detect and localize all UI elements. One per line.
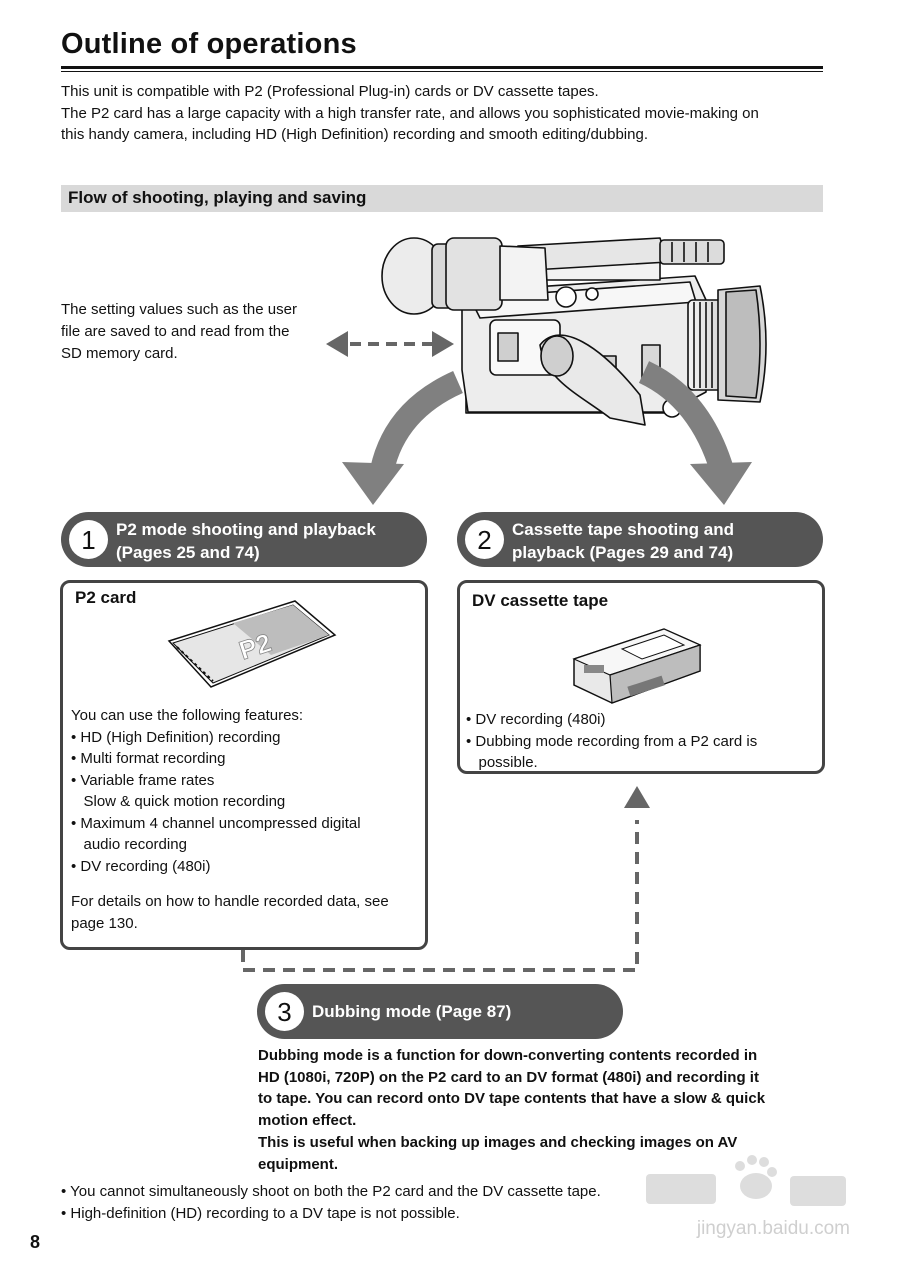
mode-1-label: P2 mode shooting and playback (Pages 25 … [116, 520, 376, 562]
title-rule [61, 66, 823, 69]
title-rule-thin [61, 71, 823, 72]
watermark-text: jingyan.baidu.com [696, 1218, 850, 1239]
dv-cassette-title: DV cassette tape [472, 591, 609, 610]
section-header-bar [61, 185, 823, 212]
mode-2-pill: 2 Cassette tape shooting and playback (P… [457, 512, 823, 567]
mode-3-label: Dubbing mode (Page 87) [312, 1002, 512, 1021]
mode-2-label: Cassette tape shooting and playback (Pag… [512, 520, 734, 562]
mode-1-pill: 1 P2 mode shooting and playback (Pages 2… [61, 512, 427, 567]
page-title: Outline of operations [61, 28, 357, 60]
dv-cassette-box: DV cassette tape • DV recording (480i) •… [457, 580, 825, 774]
p2-card-box: P2 card P2 You can use the following fea… [60, 580, 428, 950]
sd-card-double-arrow-icon [326, 331, 454, 357]
dv-cassette-icon [572, 628, 702, 704]
mode-3-number: 3 [265, 992, 304, 1031]
dv-feature-list: • DV recording (480i) • Dubbing mode rec… [466, 711, 758, 771]
dubbing-flow-dashed-arrow-icon [241, 786, 650, 972]
baidu-watermark: jingyan.baidu.com [640, 1148, 850, 1248]
section-title: Flow of shooting, playing and saving [68, 188, 367, 207]
mode-2-number: 2 [465, 520, 504, 559]
mode-1-number: 1 [69, 520, 108, 559]
p2-card-icon: P2 [167, 600, 337, 688]
intro-paragraph: This unit is compatible with P2 (Profess… [61, 83, 759, 143]
page-number: 8 [30, 1232, 41, 1252]
baidu-logo-icon [646, 1155, 846, 1206]
flow-arrow-left-icon [342, 371, 464, 505]
p2-card-title: P2 card [75, 588, 137, 607]
dubbing-description: Dubbing mode is a function for down-conv… [258, 1047, 766, 1173]
notes-list: • You cannot simultaneously shoot on bot… [61, 1183, 601, 1222]
mode-3-pill: 3 Dubbing mode (Page 87) [257, 984, 623, 1039]
sd-card-note: The setting values such as the user file… [61, 301, 297, 362]
p2-feature-list: You can use the following features: • HD… [71, 707, 389, 932]
flow-arrow-right-icon [638, 361, 752, 505]
